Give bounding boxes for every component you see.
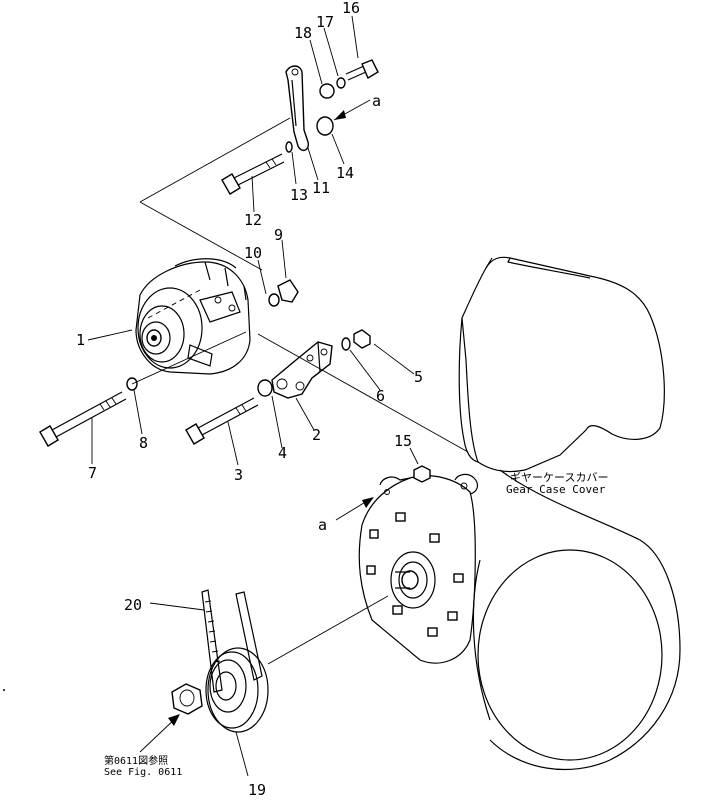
callout-5: 5 bbox=[414, 368, 423, 386]
mounting-bolt-heads bbox=[366, 512, 464, 637]
callout-3: 3 bbox=[234, 466, 243, 484]
ref-letter-a-top: a bbox=[372, 92, 381, 110]
spacer-14 bbox=[316, 116, 334, 136]
washer-18 bbox=[319, 83, 335, 99]
ref-arrow-top bbox=[333, 99, 371, 121]
gear-case-label-en: Gear Case Cover bbox=[506, 483, 606, 496]
see-fig-arrow bbox=[139, 714, 180, 753]
callout-8: 8 bbox=[139, 434, 148, 452]
washer-13 bbox=[285, 141, 293, 153]
see-fig-label-jp: 第0611図参照 bbox=[104, 754, 168, 767]
washer-17 bbox=[336, 77, 346, 89]
callout-18: 18 bbox=[294, 24, 312, 42]
callout-16: 16 bbox=[342, 0, 360, 17]
ref-letter-a-left: a bbox=[318, 516, 327, 534]
callout-17: 17 bbox=[316, 13, 334, 31]
leader-lines bbox=[87, 15, 419, 777]
callout-1: 1 bbox=[76, 331, 85, 349]
clip-9 bbox=[277, 279, 299, 303]
callout-6: 6 bbox=[376, 387, 385, 405]
ref-arrow-left bbox=[335, 497, 374, 521]
washer-6 bbox=[341, 337, 351, 351]
bolt-16 bbox=[345, 59, 379, 81]
callout-13: 13 bbox=[290, 186, 308, 204]
callout-19: 19 bbox=[248, 781, 266, 799]
flange-nut bbox=[171, 683, 203, 715]
v-belt bbox=[201, 589, 263, 693]
nut-5 bbox=[353, 329, 371, 349]
bolt-3 bbox=[185, 397, 259, 445]
spacer-4 bbox=[257, 379, 273, 397]
callout-14: 14 bbox=[336, 164, 354, 182]
gear-case-cover bbox=[458, 256, 681, 771]
callout-20: 20 bbox=[124, 596, 142, 614]
callout-9: 9 bbox=[274, 226, 283, 244]
bolt-long-7 bbox=[39, 391, 127, 447]
bolt-12 bbox=[221, 153, 285, 195]
callout-2: 2 bbox=[312, 426, 321, 444]
connecting-lines bbox=[131, 117, 469, 665]
alternator bbox=[135, 258, 251, 375]
stray-dot bbox=[3, 689, 5, 691]
gear-case-front-plate bbox=[358, 473, 479, 664]
callout-15: 15 bbox=[394, 432, 412, 450]
callout-4: 4 bbox=[278, 444, 287, 462]
callout-12: 12 bbox=[244, 211, 262, 229]
callout-numbers: 1 2 3 4 5 6 7 8 9 10 11 12 13 14 15 16 1… bbox=[76, 0, 423, 799]
callout-7: 7 bbox=[88, 464, 97, 482]
alternator-bracket bbox=[271, 341, 333, 399]
washer-10 bbox=[268, 293, 280, 307]
pulley bbox=[205, 647, 269, 733]
adjuster-bar bbox=[285, 65, 310, 152]
see-fig-label-en: See Fig. 0611 bbox=[104, 767, 182, 778]
nut-15 bbox=[413, 465, 431, 483]
callout-11: 11 bbox=[312, 179, 330, 197]
callout-10: 10 bbox=[244, 244, 262, 262]
gear-case-label-jp: ギヤーケースカバー bbox=[510, 471, 608, 484]
